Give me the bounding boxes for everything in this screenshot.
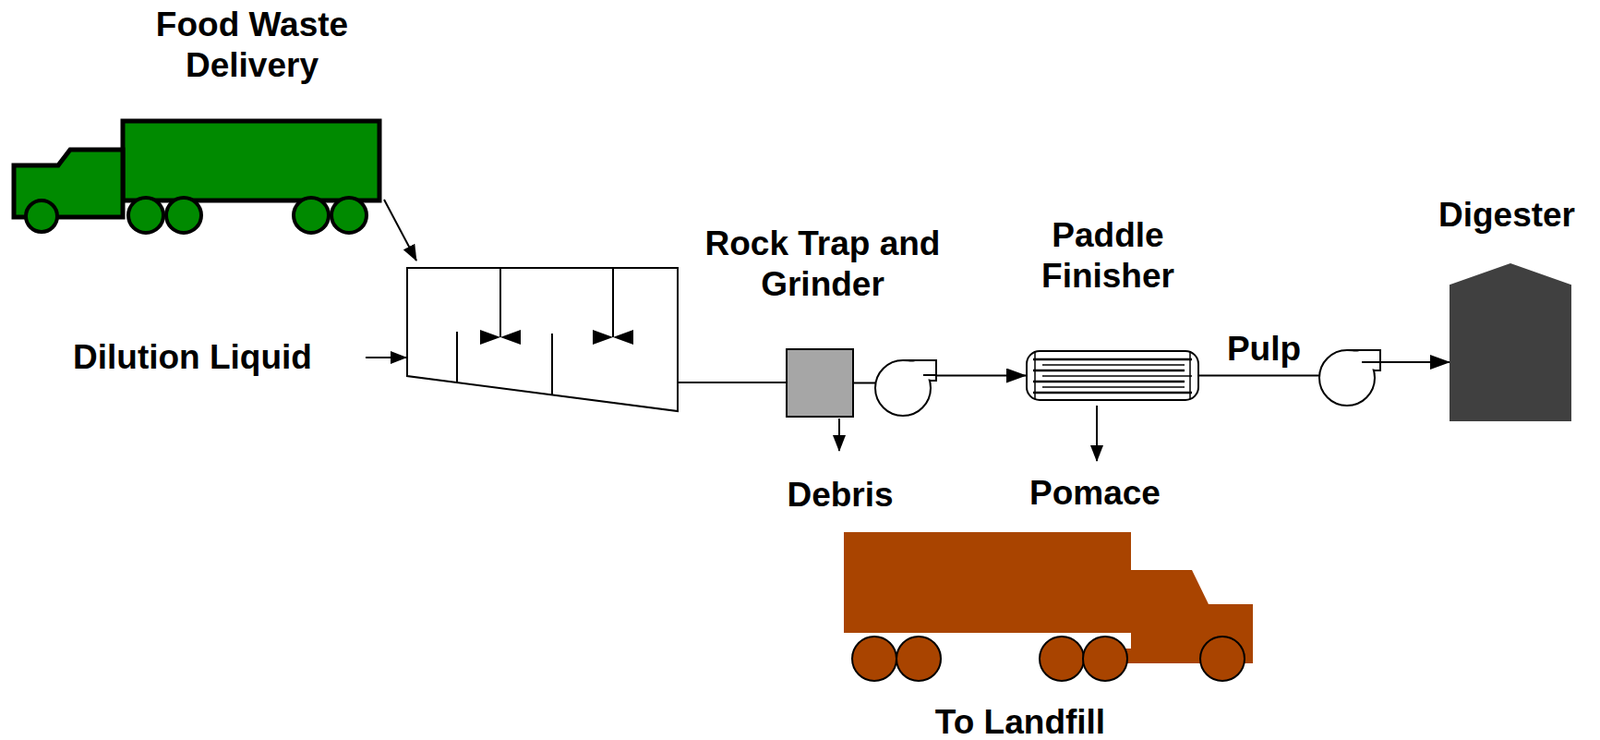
feed-arrow [384,199,417,261]
baffle [456,331,458,383]
pump-outlet-mask [1347,351,1380,370]
agitator-blade [592,329,634,345]
landfill-truck: To Landfill [843,531,1255,684]
digester-tank-outline [1449,263,1572,422]
agitator-blade [480,329,521,345]
edge-label: Pulp [1225,328,1303,370]
digester-tank: Digester [1449,263,1572,422]
paddle-finisher: Paddle Finisher [1025,349,1200,401]
node-label: To Landfill [872,701,1168,740]
node-label: Food Waste Delivery [113,4,391,87]
pipe [677,381,786,384]
pump-outlet-mask [903,361,936,380]
debris-arrow [838,418,841,451]
stream-label: Debris [784,474,895,516]
delivery-truck: Food Waste Delivery [12,119,382,236]
agitator-shaft [499,267,502,337]
rock-trap-box: Rock Trap and Grinder [785,348,855,418]
paddle-finisher-outline [1025,349,1200,401]
rock-trap-box-outline [785,348,855,418]
stream-label: Dilution Liquid [71,336,314,378]
node-label: Rock Trap and Grinder [697,223,948,306]
dilution-arrow [365,356,407,359]
pomace-arrow [1095,405,1098,461]
delivery-truck-outline [12,119,382,236]
pump-outlet [902,360,937,381]
pulper-tank [407,267,678,411]
agitator-shaft [612,267,614,337]
baffle [551,333,554,396]
pump-line [1361,360,1381,363]
pump-line [923,373,937,376]
pump-outlet [1347,349,1381,371]
landfill-truck-outline [843,531,1255,684]
node-label: Paddle Finisher [1010,215,1205,298]
node-label: Digester [1395,194,1600,236]
stream-label: Pomace [1027,472,1163,514]
